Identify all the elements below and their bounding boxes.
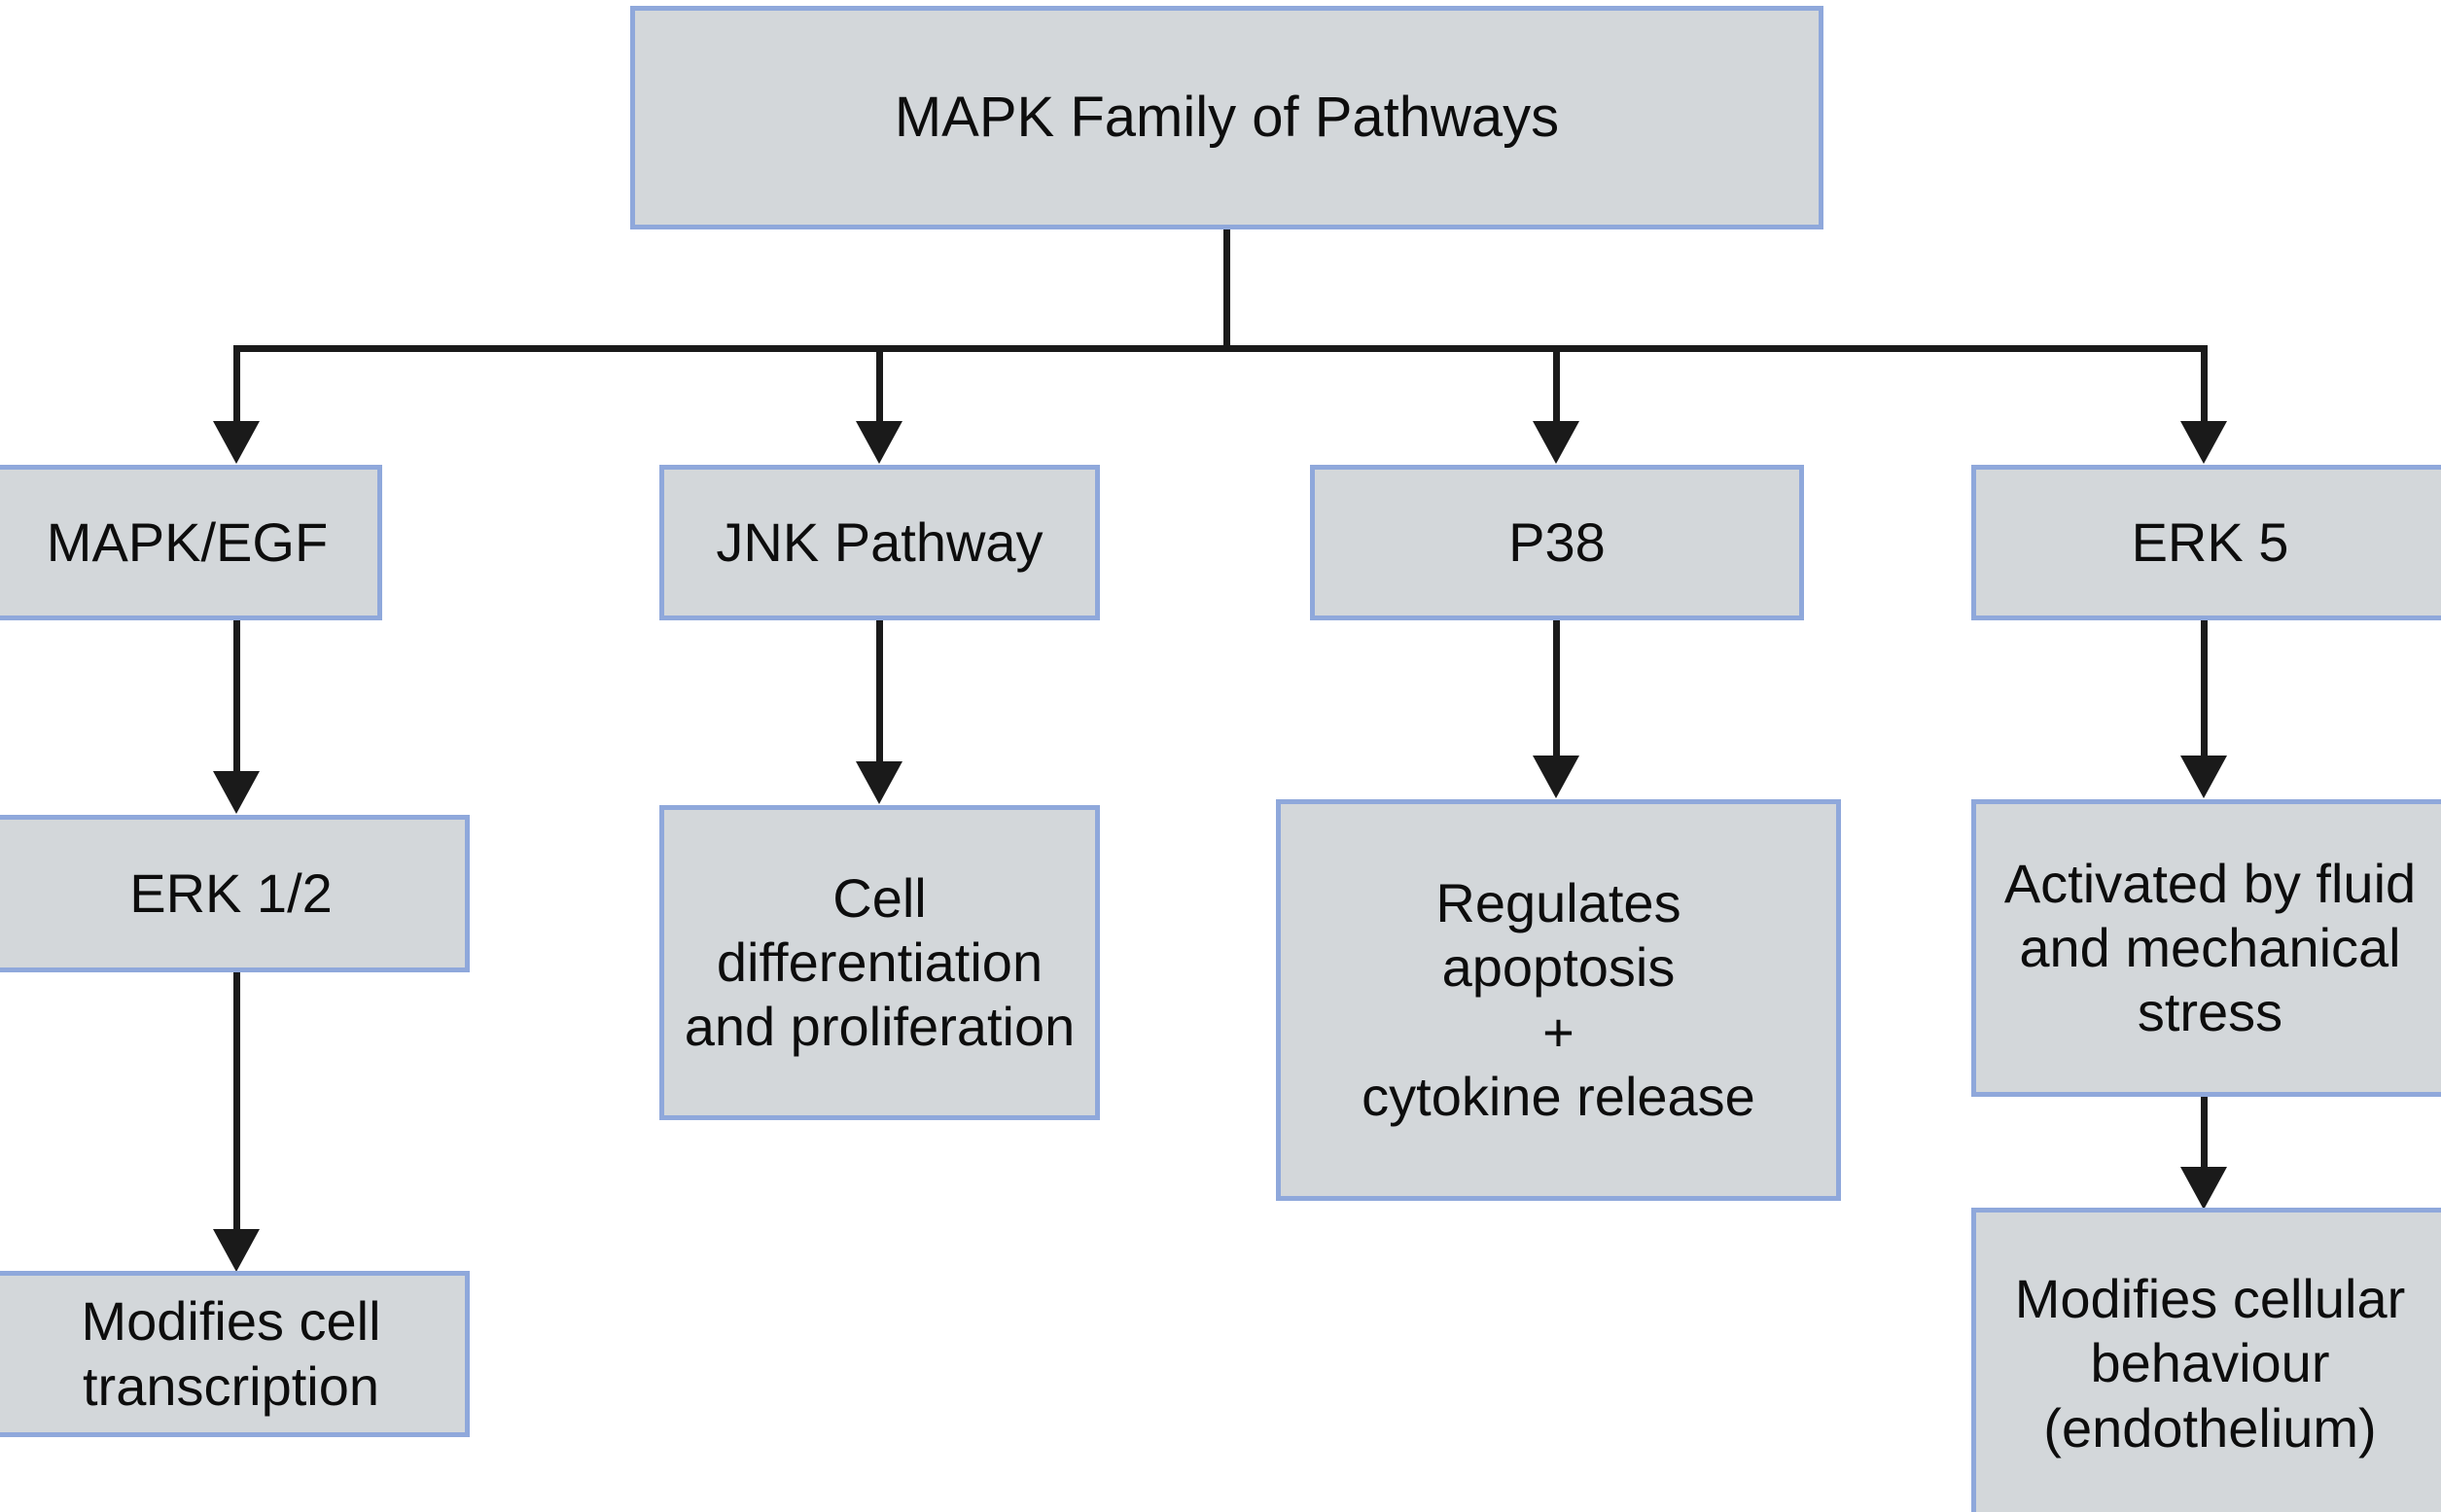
edge-p38-to-apoptosis-arrow xyxy=(1533,756,1579,798)
node-cell-differentiation-label: Cell differentiation and proliferation xyxy=(684,866,1076,1058)
edge-jnk-to-celldiff-arrow xyxy=(856,761,902,804)
edge-root-to-mapkegf-line xyxy=(233,345,240,425)
edge-fluid-to-behaviour-arrow xyxy=(2180,1167,2227,1210)
node-activated-by-fluid-stress-label: Activated by fluid and mechanical stress xyxy=(2003,852,2417,1043)
edge-root-to-p38-arrow xyxy=(1533,421,1579,464)
node-p38[interactable]: P38 xyxy=(1310,465,1804,620)
edge-jnk-to-celldiff-line xyxy=(876,620,883,764)
node-modifies-cell-transcription[interactable]: Modifies cell transcription xyxy=(0,1271,470,1437)
node-activated-by-fluid-stress[interactable]: Activated by fluid and mechanical stress xyxy=(1971,799,2441,1097)
edge-mapkegf-to-erk12-line xyxy=(233,620,240,774)
node-jnk-pathway[interactable]: JNK Pathway xyxy=(659,465,1100,620)
node-p38-label: P38 xyxy=(1508,510,1606,573)
edge-fluid-to-behaviour-line xyxy=(2201,1097,2208,1171)
edge-erk5-to-fluid-line xyxy=(2201,620,2208,758)
edge-root-to-jnk-line xyxy=(876,345,883,425)
edge-root-to-p38-line xyxy=(1553,345,1560,425)
node-modifies-cellular-behaviour-label: Modifies cellular behaviour (endothelium… xyxy=(2014,1268,2406,1459)
node-regulates-apoptosis-label: Regulates apoptosis + cytokine release xyxy=(1362,872,1755,1127)
edge-mapkegf-to-erk12-arrow xyxy=(213,771,260,814)
edge-erk12-to-transcription-line xyxy=(233,972,240,1233)
edge-erk12-to-transcription-arrow xyxy=(213,1229,260,1272)
node-root-label: MAPK Family of Pathways xyxy=(894,85,1560,149)
node-modifies-cellular-behaviour[interactable]: Modifies cellular behaviour (endothelium… xyxy=(1971,1208,2441,1512)
node-root[interactable]: MAPK Family of Pathways xyxy=(630,6,1823,229)
edge-erk5-to-fluid-arrow xyxy=(2180,756,2227,798)
edge-root-stem xyxy=(1223,229,1230,349)
node-erk12[interactable]: ERK 1/2 xyxy=(0,815,470,972)
edge-root-to-mapkegf-arrow xyxy=(213,421,260,464)
node-regulates-apoptosis[interactable]: Regulates apoptosis + cytokine release xyxy=(1276,799,1841,1201)
edge-p38-to-apoptosis-line xyxy=(1553,620,1560,758)
node-jnk-pathway-label: JNK Pathway xyxy=(716,510,1044,573)
node-cell-differentiation[interactable]: Cell differentiation and proliferation xyxy=(659,805,1100,1120)
node-erk5[interactable]: ERK 5 xyxy=(1971,465,2441,620)
node-modifies-cell-transcription-label: Modifies cell transcription xyxy=(81,1290,381,1417)
node-mapk-egf[interactable]: MAPK/EGF xyxy=(0,465,382,620)
node-erk12-label: ERK 1/2 xyxy=(129,861,333,924)
edge-root-to-erk5-arrow xyxy=(2180,421,2227,464)
edge-distribution-bar xyxy=(235,345,2208,352)
node-mapk-egf-label: MAPK/EGF xyxy=(46,510,329,573)
edge-root-to-erk5-line xyxy=(2201,345,2208,425)
node-erk5-label: ERK 5 xyxy=(2131,510,2289,573)
edge-root-to-jnk-arrow xyxy=(856,421,902,464)
